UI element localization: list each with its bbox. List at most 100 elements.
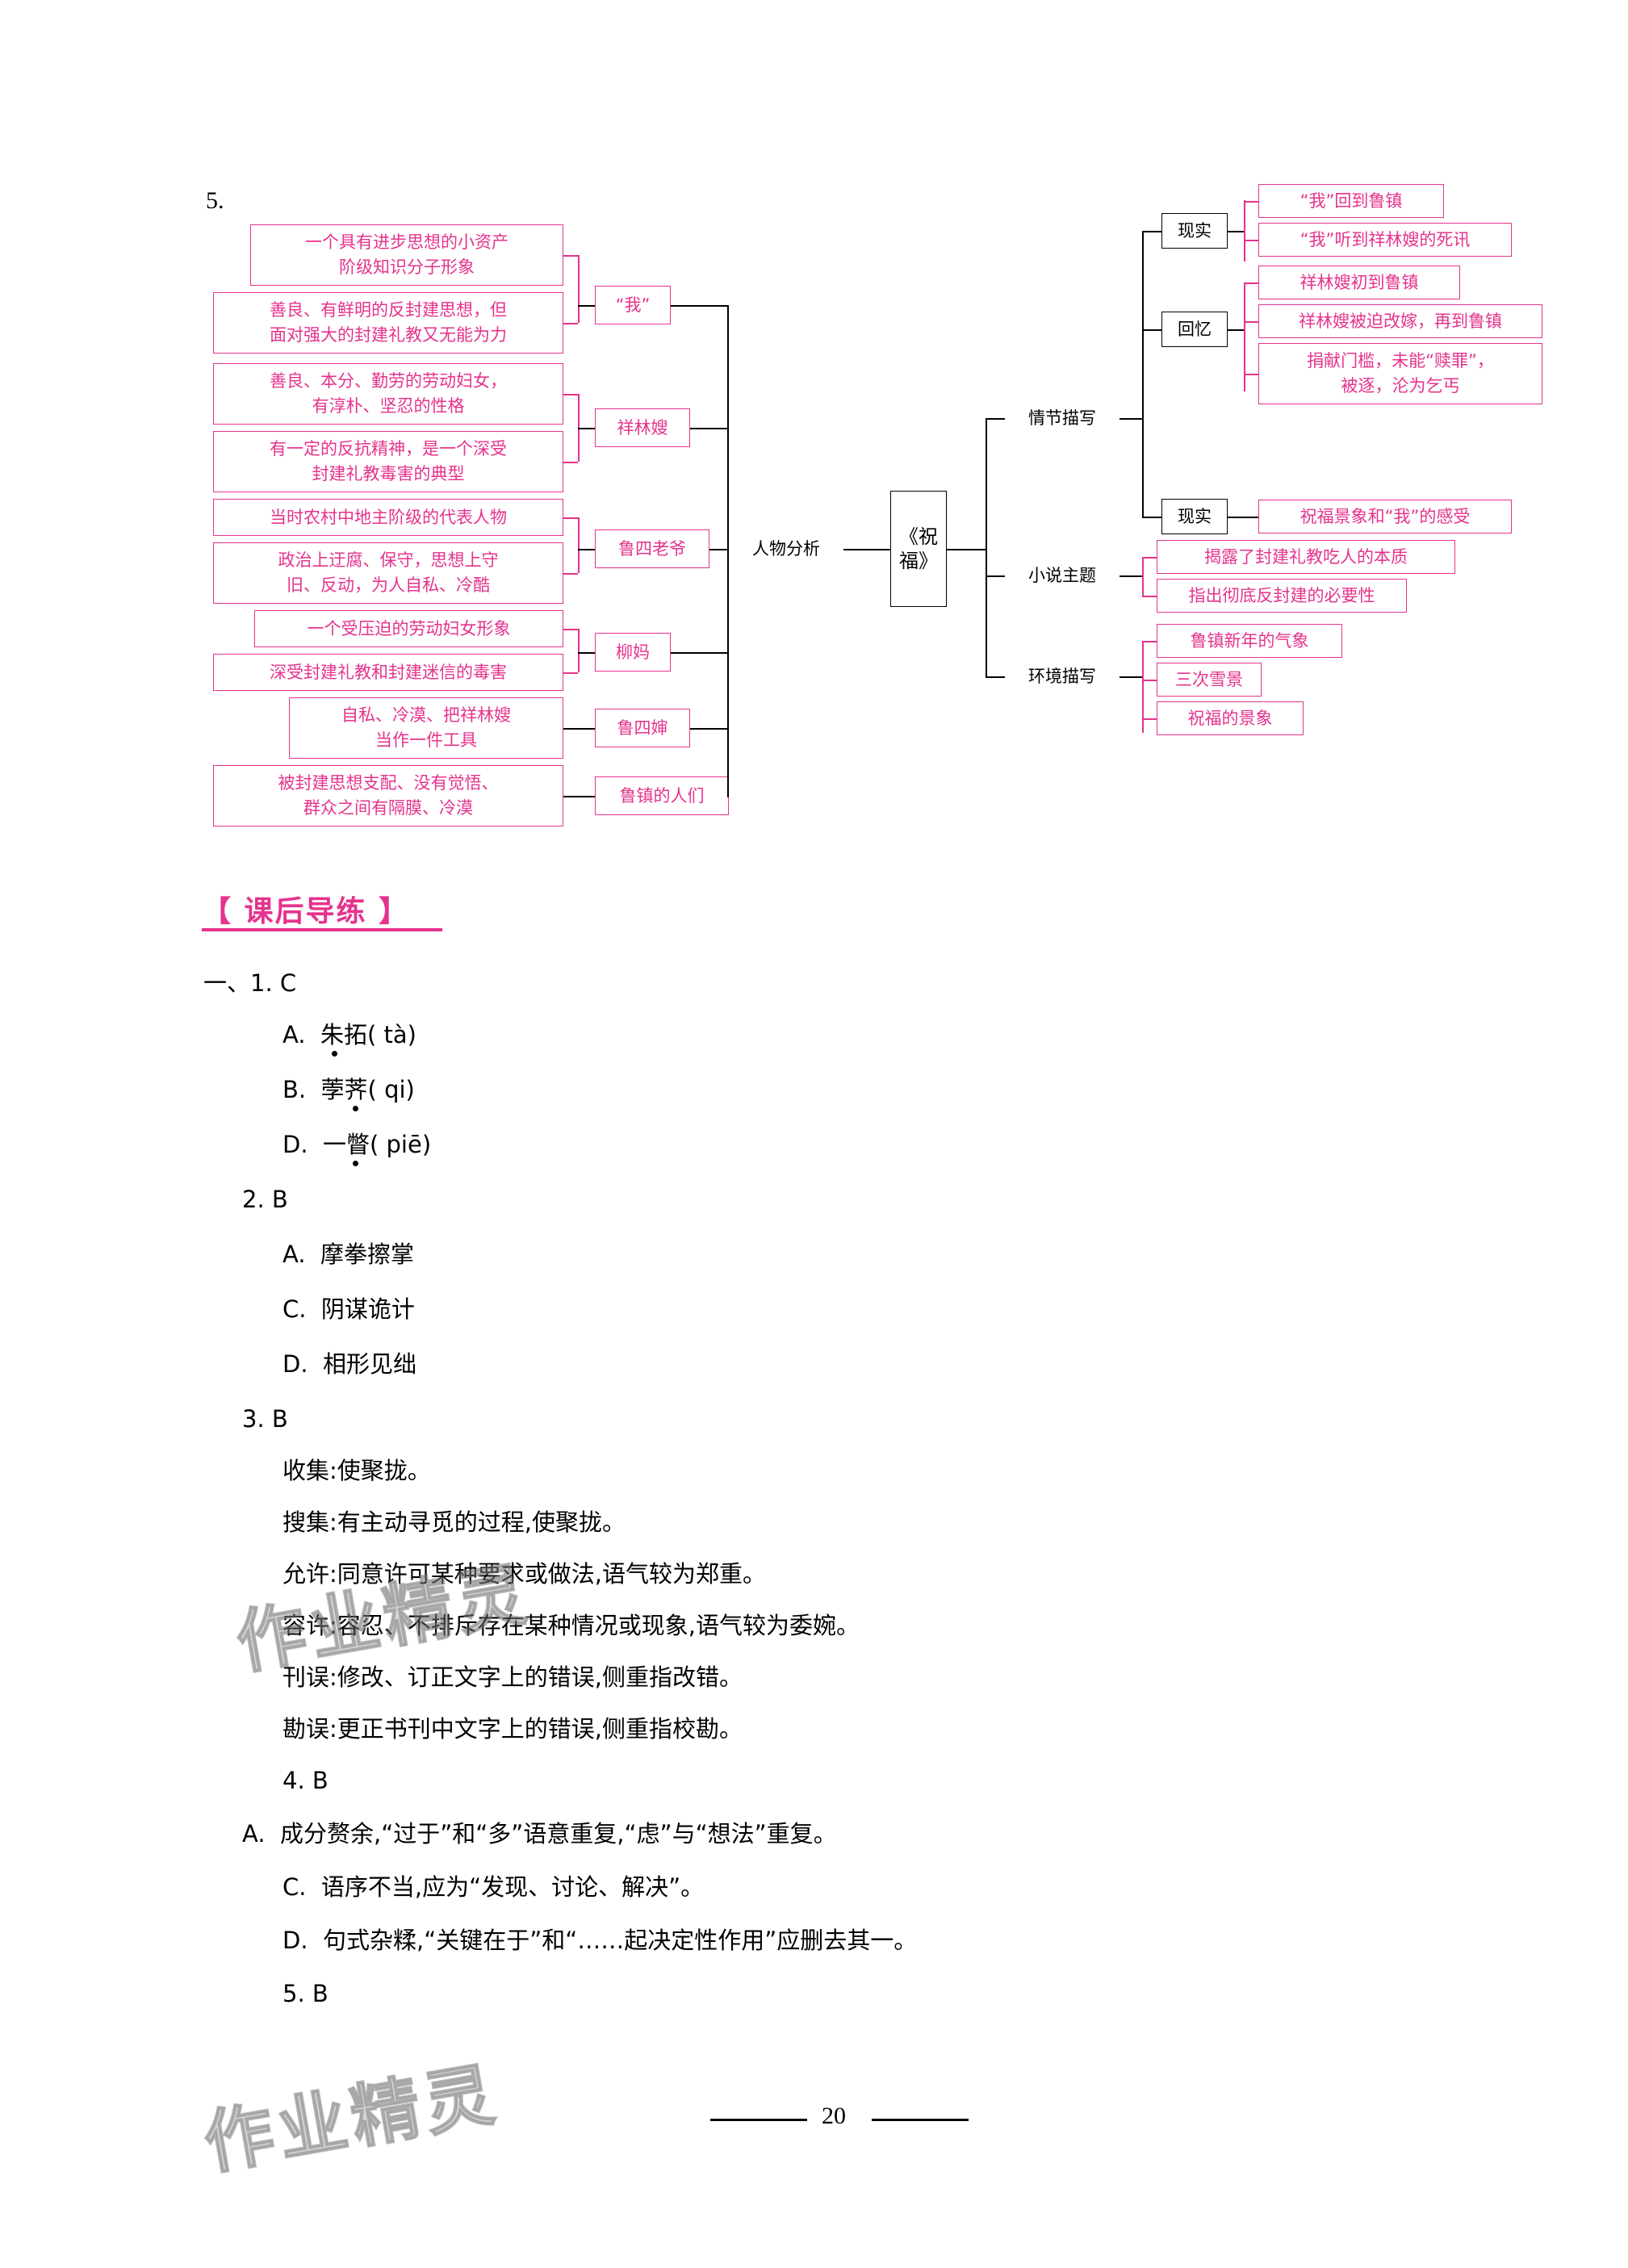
watermark: 作业精灵 xyxy=(198,2053,506,2186)
answer-line: 允许:同意许可某种要求或做法,语气较为郑重。 xyxy=(282,1560,766,1588)
emphasis-dot xyxy=(353,1161,358,1166)
connector xyxy=(1142,641,1144,733)
mindmap-leaf: 当时农村中地主阶级的代表人物 xyxy=(213,499,563,536)
connector xyxy=(727,305,729,796)
connector xyxy=(1244,374,1258,375)
connector xyxy=(1228,329,1244,331)
connector xyxy=(1244,321,1258,323)
answer-line: 刊误:修改、订正文字上的错误,侧重指改错。 xyxy=(282,1663,743,1691)
mindmap-leaf: 祝福景象和“我”的感受 xyxy=(1258,500,1512,534)
mindmap-group-label: 鲁四老爷 xyxy=(595,529,709,568)
mindmap-leaf: 深受封建礼教和封建迷信的毒害 xyxy=(213,654,563,691)
answer-line: 3. B xyxy=(242,1405,288,1433)
connector xyxy=(563,255,578,257)
mindmap-leaf: 祥林嫂被迫改嫁，再到鲁镇 xyxy=(1258,304,1542,338)
connector xyxy=(1142,329,1161,331)
connector xyxy=(578,629,580,672)
section-heading-underline xyxy=(202,928,442,931)
mindmap-leaf: 指出彻底反封建的必要性 xyxy=(1157,579,1407,613)
answer-line: D. 相形见绌 xyxy=(282,1350,416,1378)
connector xyxy=(563,728,595,730)
page-number: 20 xyxy=(822,2103,846,2129)
mindmap-leaf: 祥林嫂初到鲁镇 xyxy=(1258,266,1460,299)
connector xyxy=(1142,231,1161,232)
mindmap-center-title: 《祝 福》 xyxy=(890,491,947,607)
mindmap-leaf: 自私、冷漠、把祥林嫂 当作一件工具 xyxy=(289,697,563,759)
connector xyxy=(1244,201,1258,203)
answer-line: A. 朱拓( tà) xyxy=(282,1021,416,1048)
mindmap-group-label: “我” xyxy=(595,286,671,324)
answer-line: 收集:使聚拢。 xyxy=(282,1457,431,1484)
connector xyxy=(563,672,578,674)
connector xyxy=(1228,231,1244,232)
connector xyxy=(1142,557,1157,559)
connector xyxy=(578,517,580,573)
mindmap-leaf: 一个具有进步思想的小资产 阶级知识分子形象 xyxy=(250,224,563,286)
connector xyxy=(1142,718,1157,720)
question-number: 5. xyxy=(206,187,224,214)
connector xyxy=(1142,557,1144,597)
mindmap-group-label: 祥林嫂 xyxy=(595,408,690,447)
section-heading: 【 课后导练 】 xyxy=(202,895,410,928)
answer-line: A. 成分赘余,“过于”和“多”语意重复,“虑”与“想法”重复。 xyxy=(242,1820,837,1847)
emphasis-dot xyxy=(353,1106,358,1111)
connector xyxy=(1228,517,1258,518)
connector xyxy=(671,305,727,307)
connector xyxy=(947,549,986,550)
mindmap-branch-label: 环境描写 xyxy=(1028,667,1096,686)
answer-line: A. 摩拳擦掌 xyxy=(282,1241,414,1268)
connector xyxy=(1142,641,1157,642)
answer-line: D. 一瞥( piē) xyxy=(282,1131,432,1158)
mindmap-leaf: 捐献门槛，未能“赎罪”， 被逐，沦为乞丐 xyxy=(1258,343,1542,404)
connector xyxy=(690,728,727,730)
connector xyxy=(563,573,578,575)
mindmap-leaf: 被封建思想支配、没有觉悟、 群众之间有隔膜、冷漠 xyxy=(213,765,563,826)
connector xyxy=(578,549,595,550)
connector xyxy=(1142,680,1157,681)
mindmap-leaf: “我”回到鲁镇 xyxy=(1258,184,1444,218)
connector xyxy=(1142,596,1157,597)
footer-rule-left xyxy=(710,2119,807,2121)
mindmap-leaf: 有一定的反抗精神，是一个深受 封建礼教毒害的典型 xyxy=(213,431,563,492)
connector xyxy=(1244,282,1245,391)
answer-line: D. 句式杂糅,“关键在于”和“……起决定性作用”应删去其一。 xyxy=(282,1927,918,1954)
connector xyxy=(563,323,578,324)
connector xyxy=(1120,676,1142,678)
connector xyxy=(578,652,595,654)
connector xyxy=(1142,231,1144,517)
mindmap-leaf: 善良、有鲜明的反封建思想，但 面对强大的封建礼教又无能为力 xyxy=(213,292,563,354)
mindmap-branch-label: 人物分析 xyxy=(752,539,820,559)
connector xyxy=(986,676,1005,678)
footer-rule-right xyxy=(872,2119,969,2121)
connector xyxy=(986,418,1005,420)
connector xyxy=(986,418,987,676)
connector xyxy=(986,575,1005,577)
answer-line: 容许:容忍、不排斥存在某种情况或现象,语气较为委婉。 xyxy=(282,1612,860,1639)
mindmap: 一个具有进步思想的小资产 阶级知识分子形象 善良、有鲜明的反封建思想，但 面对强… xyxy=(200,184,1542,846)
mindmap-branch-label: 小说主题 xyxy=(1028,566,1096,585)
connector xyxy=(1244,282,1258,284)
mindmap-leaf: 善良、本分、勤劳的劳动妇女， 有淳朴、坚忍的性格 xyxy=(213,363,563,425)
connector xyxy=(563,517,578,519)
answer-line: 4. B xyxy=(282,1767,329,1794)
answer-line: 勘误:更正书刊中文字上的错误,侧重指校勘。 xyxy=(282,1715,743,1743)
mindmap-leaf: 祝福的景象 xyxy=(1157,701,1304,735)
connector xyxy=(578,428,595,429)
answer-line: 5. B xyxy=(282,1980,329,2007)
mindmap-group-label: 回忆 xyxy=(1161,312,1228,347)
connector xyxy=(563,462,578,463)
connector xyxy=(1244,200,1245,262)
connector xyxy=(563,394,578,395)
mindmap-leaf: 一个受压迫的劳动妇女形象 xyxy=(254,610,563,647)
mindmap-branch-label: 情节描写 xyxy=(1028,408,1096,428)
answer-line: B. 荸荠( qi) xyxy=(282,1076,415,1103)
connector xyxy=(1120,575,1142,577)
connector xyxy=(563,629,578,630)
connector xyxy=(690,428,727,429)
connector xyxy=(1244,240,1258,241)
connector xyxy=(843,549,890,550)
connector xyxy=(727,796,729,797)
mindmap-leaf: 揭露了封建礼教吃人的本质 xyxy=(1157,540,1455,574)
answer-line: C. 语序不当,应为“发现、讨论、解决”。 xyxy=(282,1873,705,1901)
